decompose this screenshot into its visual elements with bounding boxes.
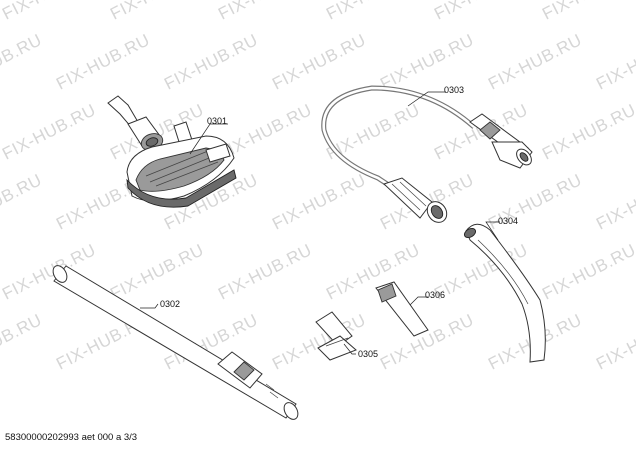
label-0303: 0303	[444, 85, 464, 95]
label-0306: 0306	[425, 290, 445, 300]
watermark-text: FIX-HUB.RU	[0, 0, 99, 24]
watermark-text: FIX-HUB.RU	[161, 30, 261, 93]
watermark-text: FIX-HUB.RU	[269, 30, 369, 93]
watermark-text: FIX-HUB.RU	[323, 240, 423, 303]
label-0305: 0305	[358, 349, 378, 359]
watermark-text: FIX-HUB.RU	[485, 30, 585, 93]
watermark-text: FIX-HUB.RU	[0, 30, 45, 93]
watermark-text: FIX-HUB.RU	[107, 0, 207, 24]
watermark-text: FIX-HUB.RU	[539, 0, 636, 24]
watermark-text: FIX-HUB.RU	[593, 170, 636, 233]
part-hose-handle[interactable]	[463, 223, 546, 363]
watermark-text: FIX-HUB.RU	[539, 100, 636, 163]
part-extension-tube[interactable]	[50, 263, 300, 422]
part-suction-hose[interactable]	[321, 85, 535, 226]
label-0302: 0302	[160, 299, 180, 309]
watermark-text: FIX-HUB.RU	[0, 170, 45, 233]
watermark-text: FIX-HUB.RU	[215, 0, 315, 24]
watermark-text: FIX-HUB.RU	[593, 310, 636, 373]
label-0301: 0301	[207, 116, 227, 126]
part-upholstery-nozzle[interactable]	[315, 311, 357, 361]
callout-leader-lines	[140, 91, 500, 355]
watermark-text: FIX-HUB.RU	[0, 100, 99, 163]
watermark-text: FIX-HUB.RU	[593, 30, 636, 93]
watermark-text: FIX-HUB.RU	[269, 170, 369, 233]
label-0304: 0304	[498, 216, 518, 226]
watermark-text: FIX-HUB.RU	[431, 0, 531, 24]
callout-labels: 0301 0302 0303 0304 0305 0306	[160, 85, 518, 359]
watermark-text: FIX-HUB.RU	[107, 240, 207, 303]
watermark-text: FIX-HUB.RU	[539, 240, 636, 303]
part-crevice-nozzle[interactable]	[375, 281, 429, 337]
part-brush-nozzle[interactable]	[107, 95, 237, 208]
watermark-text: FIX-HUB.RU	[377, 310, 477, 373]
watermark-text: FIX-HUB.RU	[53, 30, 153, 93]
watermark-text: FIX-HUB.RU	[0, 310, 45, 373]
watermark-text: FIX-HUB.RU	[323, 0, 423, 24]
watermark-text: FIX-HUB.RU	[215, 240, 315, 303]
document-reference: 58300000202993 aet 000 a 3/3	[5, 432, 137, 443]
